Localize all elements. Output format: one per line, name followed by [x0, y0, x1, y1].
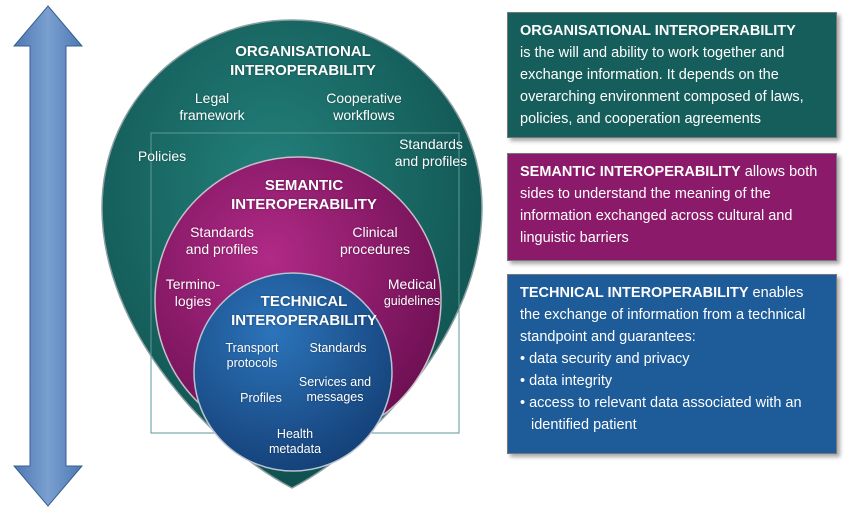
legal-framework-label: Legal framework: [179, 90, 245, 123]
policies-label: Policies: [137, 148, 187, 164]
sem-standards-profiles-label: Standards and profiles: [185, 224, 259, 257]
terminologies-label: Termino- logies: [165, 276, 221, 309]
technical-box-text: enables the exchange of information from…: [520, 285, 806, 345]
technical-bullet: data security and privacy: [520, 348, 826, 370]
semantic-box-text: allows both sides to understand the mean…: [520, 164, 818, 246]
technical-description-box: TECHNICAL INTEROPERABILITY enables the e…: [507, 274, 837, 454]
double-arrow: [12, 5, 84, 507]
health-metadata-label: Health metadata: [268, 427, 322, 456]
medical-guidelines-label: Medical guidelines: [383, 276, 441, 308]
standards-label: Standards: [309, 341, 367, 355]
technical-box-title: TECHNICAL INTEROPERABILITY: [520, 285, 749, 301]
organisational-box-text: is the will and ability to work together…: [520, 45, 804, 127]
transport-protocols-label: Transport protocols: [225, 341, 279, 370]
semantic-description-box: SEMANTIC INTEROPERABILITY allows both si…: [507, 153, 837, 261]
semantic-box-title: SEMANTIC INTEROPERABILITY: [520, 164, 741, 180]
organisational-title: ORGANISATIONAL INTEROPERABILITY: [230, 43, 376, 79]
double-arrow-shape: [12, 5, 84, 507]
org-standards-profiles-label: Standards and profiles: [394, 136, 468, 169]
profiles-label: Profiles: [240, 391, 282, 405]
clinical-procedures-label: Clinical procedures: [339, 224, 411, 257]
technical-bullets: data security and privacy data integrity…: [520, 348, 826, 436]
cooperative-workflows-label: Cooperative workflows: [326, 90, 402, 123]
technical-circle: [193, 272, 393, 472]
interoperability-diagram: [101, 19, 483, 489]
services-messages-label: Services and messages: [298, 375, 372, 404]
semantic-title: SEMANTIC INTEROPERABILITY: [231, 177, 377, 213]
technical-bullet: data integrity: [520, 370, 826, 392]
organisational-box-title: ORGANISATIONAL INTEROPERABILITY: [520, 23, 796, 39]
technical-bullet: access to relevant data associated with …: [520, 392, 826, 436]
technical-title: TECHNICAL INTEROPERABILITY: [231, 293, 377, 329]
organisational-description-box: ORGANISATIONAL INTEROPERABILITY is the w…: [507, 12, 837, 138]
